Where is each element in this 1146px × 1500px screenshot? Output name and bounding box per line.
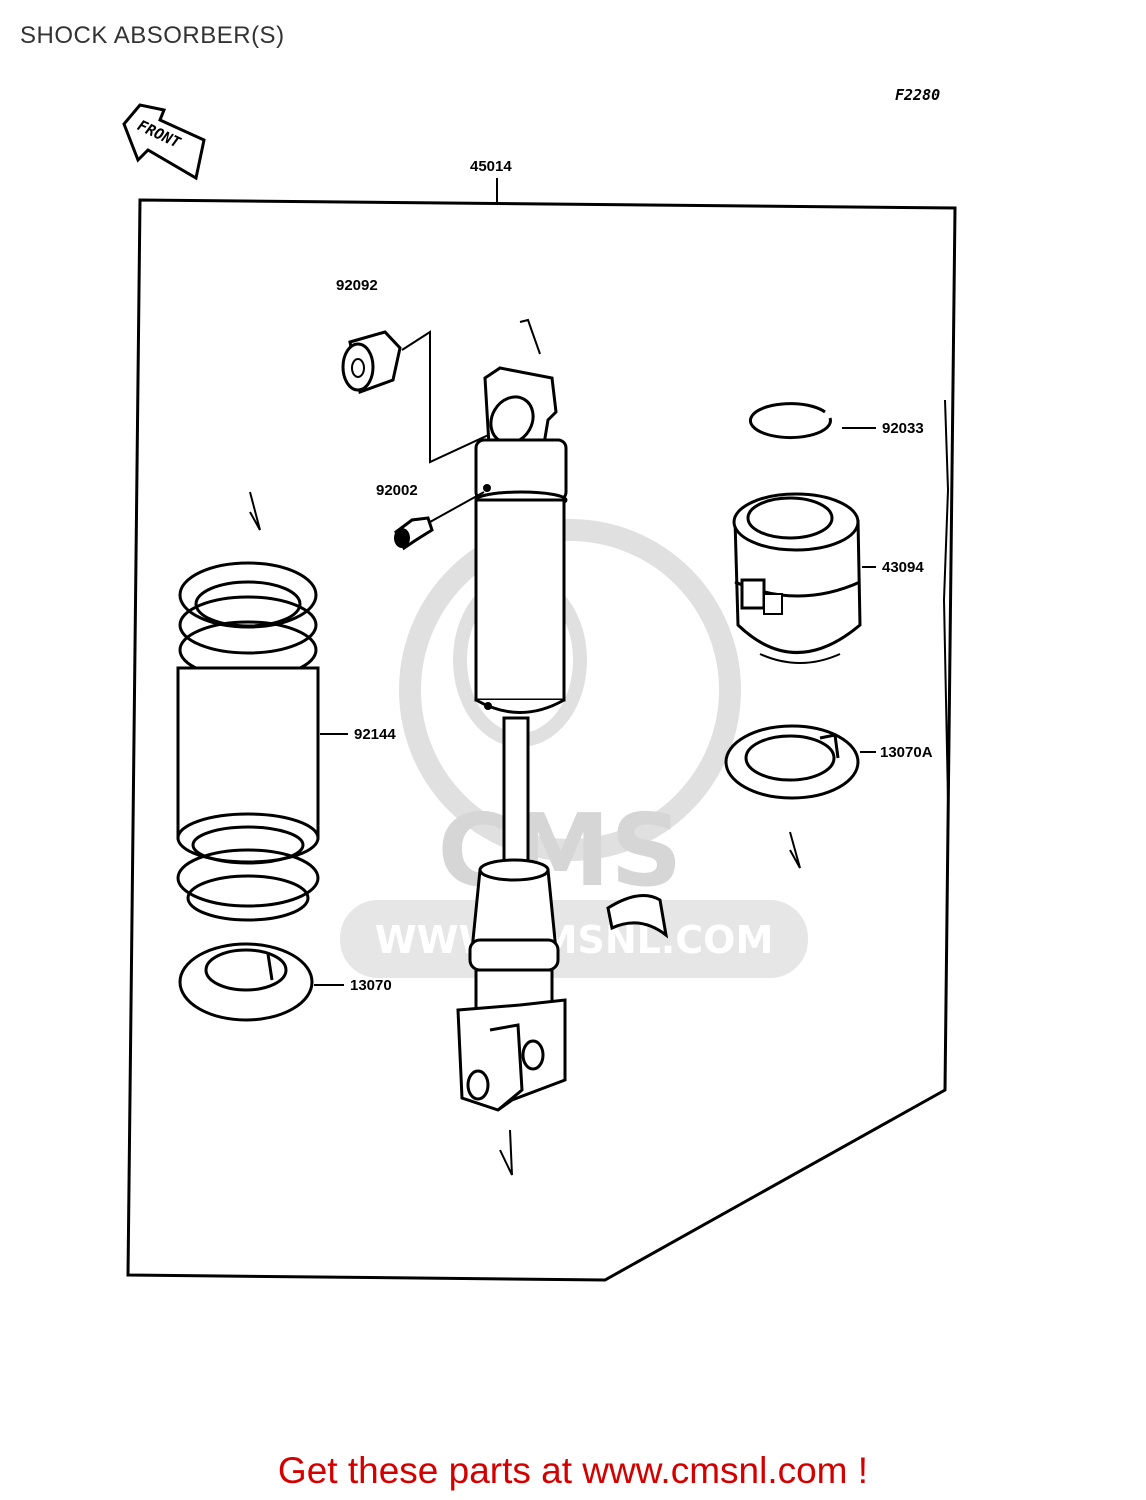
footer-link[interactable]: Get these parts at www.cmsnl.com ! [277, 1450, 869, 1491]
part-label-92092: 92092 [336, 277, 378, 294]
figure-code: F2280 [895, 86, 940, 104]
part-label-13070: 13070 [350, 977, 392, 994]
shock-body [456, 366, 568, 1112]
spring-seat-lower-part [178, 942, 314, 1022]
part-label-43094: 43094 [882, 559, 924, 576]
part-label-92033: 92033 [882, 420, 924, 437]
bushing-part [341, 330, 402, 395]
page-title: SHOCK ABSORBER(S) [20, 22, 285, 49]
adjuster-part [732, 492, 862, 664]
snap-ring-part [748, 402, 832, 440]
watermark-logo-text: CMS [438, 792, 683, 909]
front-arrow-icon: FRONT [122, 103, 206, 181]
assembly-frame [126, 198, 957, 1282]
part-label-45014: 45014 [470, 158, 512, 175]
spring-seat-upper-part [724, 724, 860, 800]
spring-part [176, 561, 320, 922]
part-label-92002: 92002 [376, 482, 418, 499]
part-label-13070A: 13070A [880, 744, 933, 761]
watermark-url: WWW.CMSNL.COM [375, 918, 774, 962]
clip-part [606, 894, 669, 939]
part-label-92144: 92144 [354, 726, 396, 743]
bolt-part [394, 516, 434, 551]
